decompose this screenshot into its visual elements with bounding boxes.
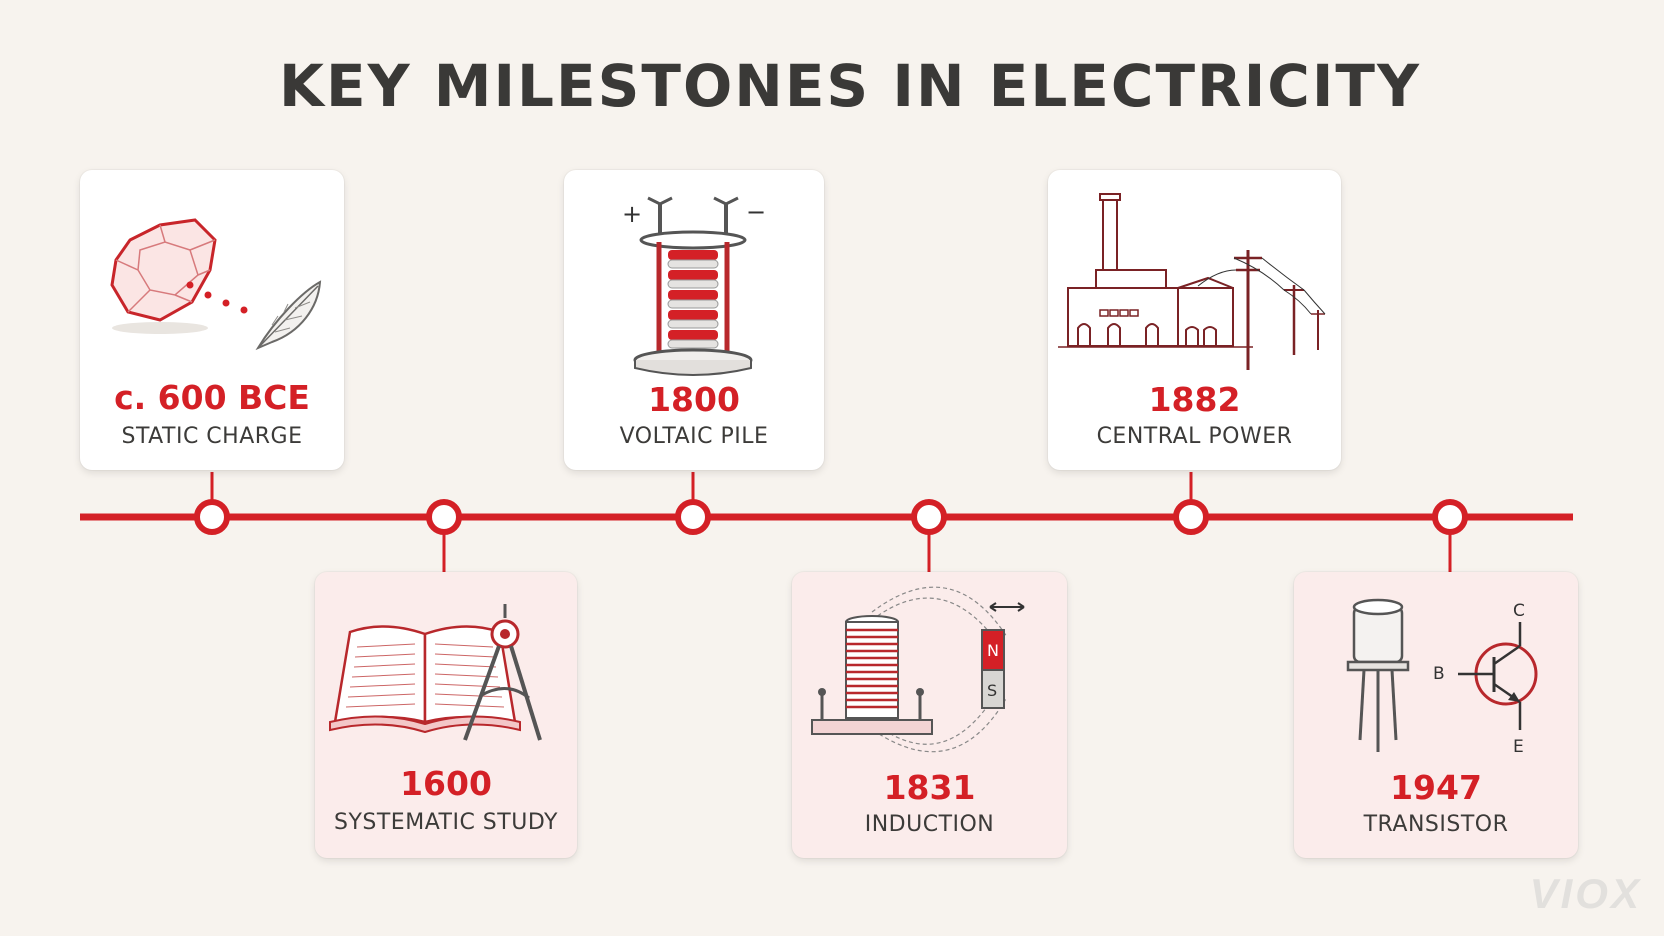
coil-magnet-icon: N S — [811, 586, 1025, 753]
timeline-node-4 — [911, 499, 947, 535]
milestone-card-central-power: 1882 CENTRAL POWER — [1048, 170, 1341, 470]
minus-sign: − — [746, 198, 766, 226]
milestone-card-transistor: C B E 1947 TRANSISTOR — [1294, 572, 1578, 858]
timeline-node-5 — [1173, 499, 1209, 535]
power-station-icon — [1058, 193, 1326, 370]
milestone-card-static-charge: c. 600 BCE STATIC CHARGE — [80, 170, 344, 470]
milestone-card-systematic-study: 1600 SYSTEMATIC STUDY — [315, 572, 577, 858]
plus-sign: + — [622, 200, 642, 228]
timeline-node-6 — [1432, 499, 1468, 535]
milestone-year: c. 600 BCE — [114, 378, 310, 417]
south-pole-label: S — [987, 681, 997, 700]
voltaic-pile-icon: + − — [622, 196, 766, 376]
milestone-label: VOLTAIC PILE — [619, 424, 769, 449]
north-pole-label: N — [987, 641, 999, 660]
milestone-label: SYSTEMATIC STUDY — [334, 810, 558, 835]
milestone-label: INDUCTION — [864, 812, 995, 837]
milestone-label: TRANSISTOR — [1363, 812, 1509, 837]
milestone-card-voltaic-pile: + − 1800 VOLTA — [564, 170, 824, 470]
milestone-label: STATIC CHARGE — [121, 424, 303, 449]
milestone-year: 1882 — [1148, 380, 1241, 419]
transistor-icon: C B E — [1346, 598, 1538, 757]
timeline-node-2 — [426, 499, 462, 535]
brand-logo: VIOX — [1529, 870, 1642, 917]
milestone-year: 1800 — [648, 380, 740, 419]
page-title: KEY MILESTONES IN ELECTRICITY — [279, 52, 1421, 120]
amber-feather-icon — [110, 218, 322, 351]
collector-label: C — [1513, 601, 1525, 621]
milestone-card-induction: N S 1831 INDUCTION — [792, 572, 1067, 858]
milestone-year: 1600 — [400, 764, 492, 803]
milestone-label: CENTRAL POWER — [1096, 424, 1293, 449]
milestone-year: 1947 — [1390, 768, 1482, 807]
milestone-year: 1831 — [883, 768, 976, 807]
timeline-node-1 — [194, 499, 230, 535]
timeline-node-3 — [675, 499, 711, 535]
book-compass-icon — [329, 604, 542, 741]
base-label: B — [1433, 664, 1445, 684]
emitter-label: E — [1513, 737, 1524, 757]
